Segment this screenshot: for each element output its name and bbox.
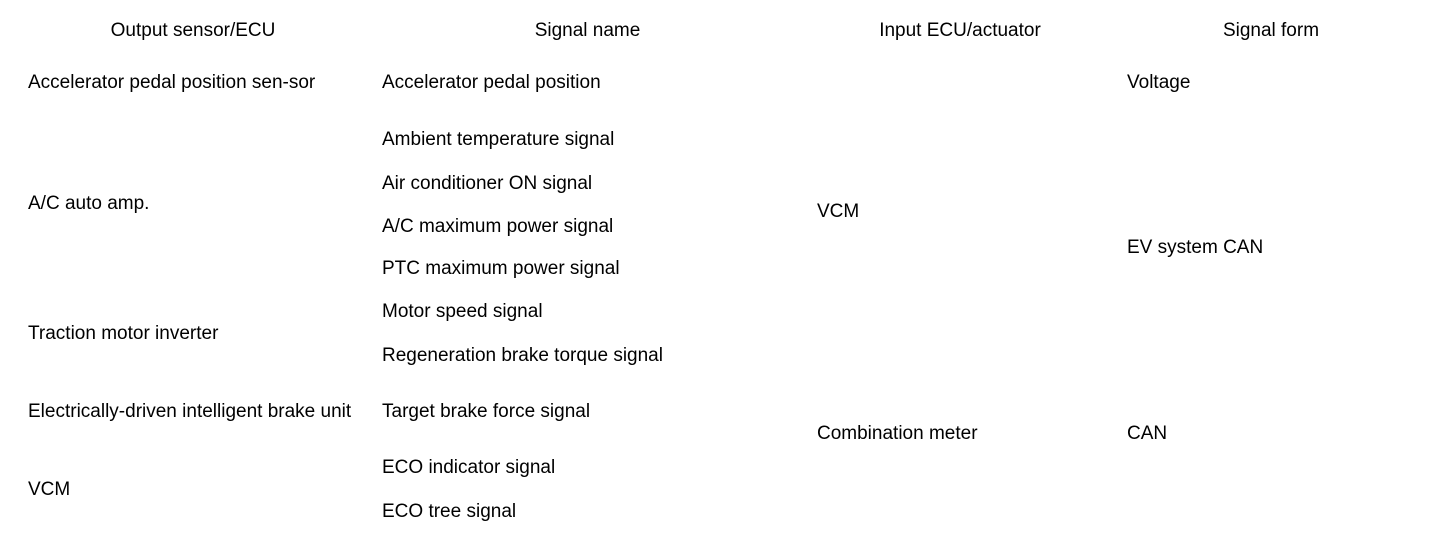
cell-output-traction-motor-inverter: Traction motor inverter xyxy=(16,290,370,378)
table-header-row: Output sensor/ECU Signal name Input ECU/… xyxy=(16,15,1427,48)
cell-input-combination-meter-label: Combination meter xyxy=(817,422,978,444)
cell-output-vcm-label: VCM xyxy=(28,478,71,500)
table-row: Electrically-driven intelligent brake un… xyxy=(16,377,1427,491)
table-row: Air conditioner ON signal xyxy=(16,162,1427,206)
cell-output-traction-motor-inverter-label: Traction motor inverter xyxy=(28,322,219,344)
cell-signal-eco-indicator: ECO indicator signal xyxy=(370,446,805,491)
cell-signal-ptc-maximum-power-label: PTC maximum power signal xyxy=(382,258,620,280)
header-signal-name-label: Signal name xyxy=(534,20,641,41)
cell-output-accelerator-pedal-position-sensor-label: Accelerator pedal position sen-­sor xyxy=(28,71,316,93)
table-row: VCM ECO indicator signal xyxy=(16,446,1427,534)
header-input-ecu-actuator-label: Input ECU/actuator xyxy=(879,20,1041,41)
cell-signal-target-brake-force-label: Target brake force signal xyxy=(382,400,591,422)
header-signal-name: Signal name xyxy=(370,15,805,48)
cell-signal-regeneration-brake-torque-label: Regeneration brake torque signal xyxy=(382,344,663,366)
header-input-ecu-actuator: Input ECU/actuator xyxy=(805,15,1115,48)
cell-form-can: CAN xyxy=(1115,377,1427,491)
table-row: Traction motor inverter Motor speed sign… xyxy=(16,290,1427,378)
cell-signal-air-conditioner-on-label: Air conditioner ON signal xyxy=(382,172,593,194)
cell-signal-motor-speed: Motor speed signal xyxy=(370,290,805,335)
cell-signal-ac-maximum-power-label: A/C maximum power signal xyxy=(382,215,614,237)
cell-output-vcm: VCM xyxy=(16,446,370,534)
table-row: A/C maximum power signal xyxy=(16,205,1427,249)
table-row: PTC maximum power signal xyxy=(16,248,1427,291)
header-signal-form-label: Signal form xyxy=(1222,20,1320,41)
cell-signal-eco-tree: ECO tree signal xyxy=(370,490,805,534)
cell-input-vcm-label: VCM xyxy=(817,201,860,223)
cell-signal-accelerator-pedal-position: Accelerator pedal position xyxy=(370,47,805,119)
header-output-sensor-ecu: Output sensor/ECU xyxy=(16,15,370,48)
signal-routing-table: Output sensor/ECU Signal name Input ECU/… xyxy=(16,15,1427,534)
table-row: ECO tree signal xyxy=(16,490,1427,534)
cell-form-voltage: Voltage xyxy=(1115,47,1427,119)
cell-output-accelerator-pedal-position-sensor: Accelerator pedal position sen-­sor xyxy=(16,47,370,119)
cell-signal-motor-speed-label: Motor speed signal xyxy=(382,301,543,323)
cell-form-can-label: CAN xyxy=(1127,422,1168,444)
cell-form-ev-system-can-label: EV system CAN xyxy=(1127,236,1264,258)
cell-input-vcm: VCM xyxy=(805,47,1115,378)
cell-signal-air-conditioner-on: Air conditioner ON signal xyxy=(370,162,805,206)
header-signal-form: Signal form xyxy=(1115,15,1427,48)
cell-signal-accelerator-pedal-position-label: Accelerator pedal position xyxy=(382,71,601,93)
cell-signal-regeneration-brake-torque: Regeneration brake torque signal xyxy=(370,334,805,378)
cell-signal-ac-maximum-power: A/C maximum power signal xyxy=(370,205,805,249)
cell-output-ac-auto-amp-label: A/C auto amp. xyxy=(28,193,150,215)
cell-input-combination-meter: Combination meter xyxy=(805,377,1115,491)
cell-signal-target-brake-force: Target brake force signal xyxy=(370,377,805,447)
cell-output-electrically-driven-intelligent-brake-unit-label: Electrically-driven intelligent brake un… xyxy=(28,400,352,422)
signal-routing-table-container: Output sensor/ECU Signal name Input ECU/… xyxy=(16,15,1427,549)
cell-form-voltage-label: Voltage xyxy=(1127,71,1191,93)
cell-signal-ambient-temperature-label: Ambient temperature signal xyxy=(382,129,615,151)
cell-output-ac-auto-amp: A/C auto amp. xyxy=(16,118,370,291)
cell-signal-eco-indicator-label: ECO indicator signal xyxy=(382,457,556,479)
cell-output-electrically-driven-intelligent-brake-unit: Electrically-driven intelligent brake un… xyxy=(16,377,370,447)
table-row: A/C auto amp. Ambient temperature signal… xyxy=(16,118,1427,378)
cell-signal-eco-tree-label: ECO tree signal xyxy=(382,500,517,522)
table-row: Accelerator pedal position sen-­sor Acce… xyxy=(16,47,1427,378)
header-output-sensor-ecu-label: Output sensor/ECU xyxy=(110,20,276,41)
table-row: Regeneration brake torque signal xyxy=(16,334,1427,378)
cell-form-ev-system-can: EV system CAN xyxy=(1115,118,1427,378)
cell-signal-ptc-maximum-power: PTC maximum power signal xyxy=(370,248,805,291)
cell-signal-ambient-temperature: Ambient temperature signal xyxy=(370,118,805,163)
